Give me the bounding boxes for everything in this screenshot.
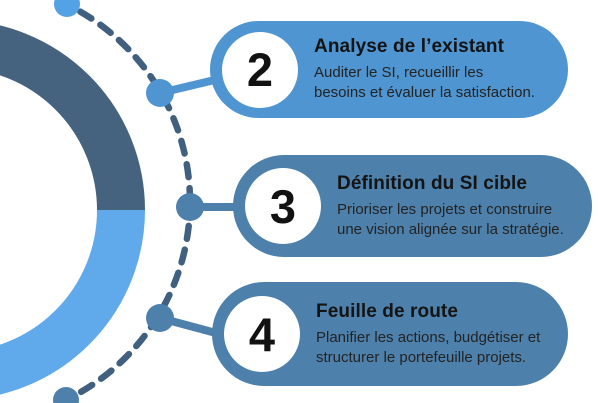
timeline-node-bottom-dot xyxy=(53,387,79,403)
step-description: Auditer le SI, recueillir les besoins et… xyxy=(314,64,535,101)
step-title: Analyse de l’existant xyxy=(314,36,505,57)
donut-ring-light-segment xyxy=(0,209,145,395)
step-title: Feuille de route xyxy=(316,300,459,322)
step-card-3: 3 Définition du SI cible Prioriser les p… xyxy=(233,155,592,257)
step-description: Prioriser les projets et construire une … xyxy=(337,200,564,238)
step-number: 4 xyxy=(248,307,276,361)
step-title: Définition du SI cible xyxy=(337,172,528,194)
step-description: Planifier les actions, budgétiser et str… xyxy=(316,328,541,366)
step-number-circle: 3 xyxy=(245,168,321,244)
timeline-node-step-2-dot xyxy=(146,79,174,107)
step-card-4: 4 Feuille de route Planifier les actions… xyxy=(212,282,568,386)
timeline-node-step-3-dot xyxy=(176,193,204,221)
step-number-circle: 4 xyxy=(224,296,300,372)
step-number: 2 xyxy=(246,43,274,96)
timeline-node-step-4-dot xyxy=(146,304,174,332)
step-card-2: 2 Analyse de l’existant Auditer le SI, r… xyxy=(210,21,568,118)
step-number: 3 xyxy=(269,179,297,233)
timeline-node-top-dot xyxy=(54,0,80,17)
step-number-circle: 2 xyxy=(222,31,298,108)
donut-ring-dark-segment xyxy=(0,25,145,211)
